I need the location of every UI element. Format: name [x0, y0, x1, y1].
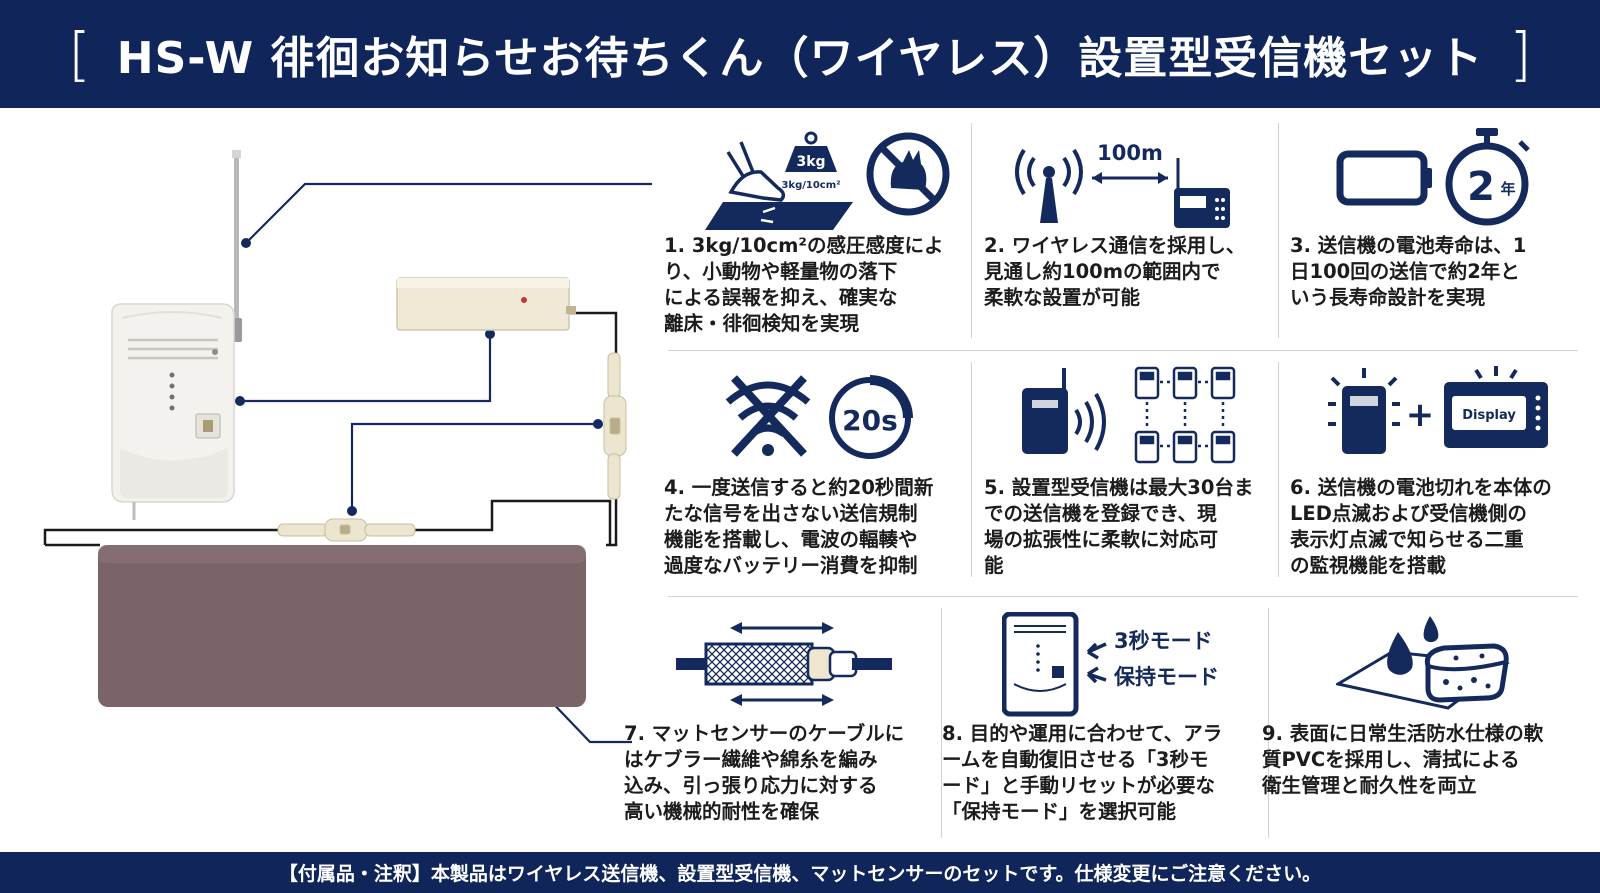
transmitter-grid-icon [1134, 366, 1236, 464]
svg-text:3秒モード: 3秒モード [1114, 629, 1213, 653]
feature-2-text: 2. ワイヤレス通信を採用し、 見通し約100mの範囲内で 柔軟な設置が可能 [984, 234, 1246, 309]
divider [971, 123, 972, 338]
divider [1268, 608, 1269, 838]
divider [1278, 123, 1279, 338]
product-illustration [43, 150, 652, 744]
wireless-transmitter [396, 277, 576, 331]
feature-7: 7. マットセンサーのケーブルに はケブラー繊維や綿糸を編み 込み、引っ張り応力… [624, 608, 938, 846]
feature-3-text: 3. 送信機の電池寿命は、1 日100回の送信で約2年と いう長寿命設計を実現 [1290, 234, 1527, 309]
svg-text:3kg/10cm²: 3kg/10cm² [781, 180, 840, 191]
feature-1-text: 1. 3kg/10cm²の感圧感度によ り、小動物や軽量物の落下 による誤報を抑… [664, 234, 944, 335]
hand-press-mat-icon: 3kg 3kg/10cm² [705, 131, 950, 230]
svg-text:2: 2 [1467, 164, 1495, 210]
page-title: HS-W 徘徊お知らせお待ちくん（ワイヤレス）設置型受信機セット [116, 33, 1484, 84]
divider [1278, 362, 1279, 577]
water-drop-icon [1336, 616, 1510, 710]
no-wifi-icon: 20s [725, 375, 913, 459]
vertical-connector [603, 352, 627, 500]
divider [971, 362, 972, 577]
inline-connector [277, 518, 416, 542]
feature-5-text: 5. 設置型受信機は最大30台ま での送信機を登録でき、現 場の拡張性に柔軟に対… [984, 476, 1254, 577]
header-banner: [ HS-W 徘徊お知らせお待ちくん（ワイヤレス）設置型受信機セット ] [0, 0, 1600, 108]
feature-7-text: 7. マットセンサーのケーブルに はケブラー繊維や綿糸を編み 込み、引っ張り応力… [624, 722, 905, 823]
feature-9: 9. 表面に日常生活防水仕様の軟 質PVCを採用し、清拭による 衛生管理と耐久性… [1262, 608, 1590, 846]
braided-cable-icon [676, 622, 892, 706]
display-icon: Display [1444, 366, 1548, 448]
divider [668, 350, 1578, 351]
svg-text:年: 年 [1500, 180, 1515, 198]
feature-1: 3kg 3kg/10cm² 1. 3kg/10cm²の感圧感度によ り、小動物や… [664, 120, 968, 345]
antenna-icon: 100m [1015, 141, 1230, 228]
title-bracket-left: [ [68, 20, 91, 88]
leader-line-antenna [245, 182, 652, 244]
divider [668, 596, 1578, 597]
feature-8-text: 8. 目的や運用に合わせて、アラ ームを自動復旧させる「3秒モ ード」と手動リセ… [942, 722, 1223, 823]
svg-text:3kg: 3kg [796, 154, 825, 170]
svg-text:100m: 100m [1097, 141, 1163, 165]
battery-icon: 2 年 [1336, 128, 1530, 226]
svg-text:+: + [1406, 395, 1435, 435]
svg-text:20s: 20s [842, 404, 898, 437]
footer-note-text: 【付属品・注釈】本製品はワイヤレス送信機、設置型受信機、マットセンサーのセットで… [278, 863, 1322, 885]
stopwatch-icon: 2 年 [1445, 128, 1530, 226]
timer-icon: 20s [829, 375, 913, 459]
divider [941, 608, 942, 838]
feature-9-text: 9. 表面に日常生活防水仕様の軟 質PVCを採用し、清拭による 衛生管理と耐久性… [1262, 722, 1544, 797]
feature-2: 100m 2. ワイヤレス通信を採用し、 見通し約100mの範囲内で 柔軟な設置… [980, 120, 1270, 345]
receiver-signal-icon [1022, 366, 1236, 464]
feature-6-text: 6. 送信機の電池切れを本体の LED点滅および受信機側の 表示灯点滅で知らせる… [1290, 476, 1552, 577]
svg-text:保持モード: 保持モード [1113, 665, 1219, 689]
leader-line-receiver [240, 334, 492, 403]
feature-5: 5. 設置型受信機は最大30台ま での送信機を登録でき、現 場の拡張性に柔軟に対… [980, 362, 1270, 592]
mat-sensor [98, 545, 586, 707]
feature-4-text: 4. 一度送信すると約20秒間新 たな信号を出さない送信規制 機能を搭載し、電波… [664, 476, 934, 577]
title-bracket-right: ] [1509, 20, 1532, 88]
feature-6: + Display 6. 送信機の電池切れを本体の LED点滅および受信機側の … [1286, 362, 1586, 592]
sponge-icon [1424, 643, 1509, 703]
feature-4: 20s 4. 一度送信すると約20秒間新 たな信号を出さない送信規制 機能を搭載… [664, 362, 968, 592]
svg-text:Display: Display [1462, 408, 1516, 423]
footer-note: 【付属品・注釈】本製品はワイヤレス送信機、設置型受信機、マットセンサーのセットで… [0, 852, 1600, 893]
leader-line-transmitter [350, 422, 598, 511]
receiver-icon [1174, 158, 1230, 228]
weight-icon: 3kg 3kg/10cm² [781, 131, 841, 191]
feature-8: 3秒モード 保持モード 8. 目的や運用に合わせて、アラ ームを自動復旧させる「… [942, 608, 1266, 846]
mode-switch-icon: 3秒モード 保持モード [1002, 612, 1219, 717]
receiver-unit [111, 150, 242, 520]
blinking-transmitter-icon: + Display [1328, 366, 1548, 454]
no-cat-icon [866, 132, 950, 216]
feature-3: 2 年 3. 送信機の電池寿命は、1 日100回の送信で約2年と いう長寿命設計… [1286, 120, 1586, 345]
